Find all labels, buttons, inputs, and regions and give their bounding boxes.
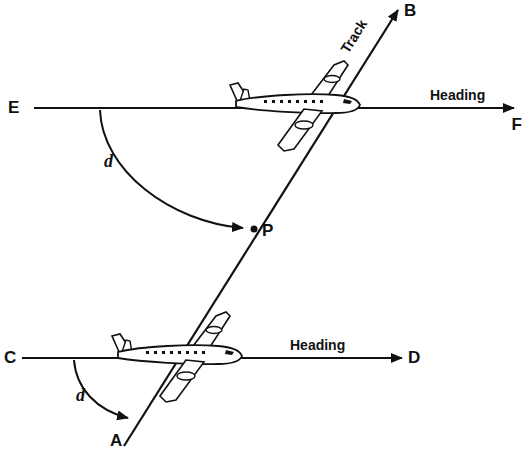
- angle-label: d: [76, 386, 85, 404]
- point-letter: A: [110, 432, 122, 449]
- point-letter: P: [262, 222, 273, 239]
- point-letter: D: [408, 349, 420, 366]
- heading-label: Heading: [430, 88, 485, 102]
- track-label: Track: [338, 17, 369, 55]
- point-letter: E: [8, 99, 19, 116]
- point-letter: B: [404, 2, 416, 19]
- heading-label: Heading: [290, 338, 345, 352]
- point-letter: C: [4, 349, 16, 366]
- angle-label: d: [104, 152, 113, 170]
- point-letter: F: [512, 116, 522, 133]
